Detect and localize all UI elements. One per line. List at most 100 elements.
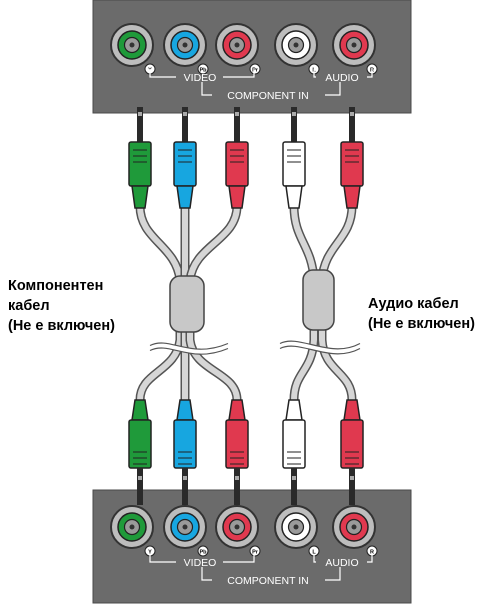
plug-pin-band bbox=[138, 476, 142, 480]
video-label: VIDEO bbox=[184, 557, 217, 569]
plug-boot bbox=[176, 185, 194, 209]
jack-r: R bbox=[332, 23, 378, 75]
plug-head bbox=[282, 419, 306, 469]
audio-cable-label: Аудио кабел (Не е включен) bbox=[368, 294, 475, 334]
jack-l: L bbox=[274, 505, 320, 557]
plug-boot bbox=[343, 185, 361, 209]
plug-bottom-pr bbox=[225, 399, 249, 505]
plug-head bbox=[173, 141, 197, 187]
cable-bundle bbox=[135, 201, 362, 405]
jack-badge-text: Pr bbox=[252, 549, 259, 555]
plug-bottom-r bbox=[340, 399, 364, 505]
jack-pb: Pb bbox=[163, 505, 209, 557]
top-plug-row bbox=[128, 107, 364, 209]
component-bracket-left bbox=[201, 82, 212, 96]
plug-pin bbox=[234, 107, 240, 142]
plug-top-l bbox=[282, 107, 306, 209]
bottom-plug-row bbox=[128, 399, 364, 505]
audio-bracket-right bbox=[367, 554, 373, 563]
jack-pin bbox=[129, 42, 135, 48]
bottom-av-panel: Y Pb Pr L R VIDEO COMPONENT IN AUDIO bbox=[92, 489, 412, 604]
audio-label: AUDIO bbox=[325, 557, 358, 569]
jack-l: L bbox=[274, 23, 320, 75]
plug-head bbox=[128, 419, 152, 469]
plug-pin-band bbox=[138, 112, 142, 116]
plug-boot bbox=[343, 399, 361, 421]
plug-bottom-y bbox=[128, 399, 152, 505]
video-bracket-left bbox=[149, 554, 176, 563]
bracket-lines bbox=[149, 69, 373, 96]
bracket-lines bbox=[149, 554, 373, 581]
audio-bracket-right bbox=[367, 69, 373, 78]
component-in-label: COMPONENT IN bbox=[227, 90, 308, 102]
audio-bracket-left bbox=[313, 554, 316, 563]
video-bracket-left bbox=[149, 69, 176, 78]
plug-pin-band bbox=[350, 476, 354, 480]
plug-pin bbox=[137, 468, 143, 505]
plug-head bbox=[340, 419, 364, 469]
component-cable-label-line2: кабел bbox=[8, 298, 50, 314]
plug-head bbox=[225, 419, 249, 469]
plug-boot bbox=[131, 399, 149, 421]
jack-r: R bbox=[332, 505, 378, 557]
break-line-right bbox=[278, 341, 362, 354]
component-in-label: COMPONENT IN bbox=[227, 575, 308, 587]
plug-pin bbox=[182, 468, 188, 505]
plug-head bbox=[282, 141, 306, 187]
plug-pin-band bbox=[235, 476, 239, 480]
audio-cable-label-line2: (Не е включен) bbox=[368, 316, 475, 332]
jack-pin bbox=[293, 42, 299, 48]
plug-pin bbox=[291, 468, 297, 505]
break-line-left bbox=[148, 342, 229, 355]
jack-badge bbox=[249, 63, 261, 75]
plug-head bbox=[128, 141, 152, 187]
audio-bracket-left bbox=[313, 69, 316, 78]
jack-pin bbox=[182, 524, 188, 530]
jack-badge-text: L bbox=[312, 549, 316, 555]
jack-y: Y bbox=[110, 505, 156, 557]
plug-pin bbox=[137, 107, 143, 142]
jack-pb: Pb bbox=[163, 23, 209, 75]
break-line-edges bbox=[149, 340, 361, 355]
plug-pin bbox=[234, 468, 240, 505]
jack-pin bbox=[351, 524, 357, 530]
plug-boot bbox=[228, 185, 246, 209]
break-edge-4 bbox=[279, 345, 361, 355]
plug-boot bbox=[131, 185, 149, 209]
jack-badge-text: Y bbox=[148, 549, 152, 555]
plug-pin-band bbox=[183, 476, 187, 480]
jack-pin bbox=[293, 524, 299, 530]
plug-boot bbox=[285, 185, 303, 209]
plug-pin-band bbox=[292, 112, 296, 116]
plug-boot bbox=[176, 399, 194, 421]
video-bracket-right bbox=[223, 554, 255, 563]
audio-cable-label-line1: Аудио кабел bbox=[368, 296, 459, 312]
jack-pr: Pr bbox=[215, 23, 261, 75]
component-cable-label: Компонентен кабел (Не е включен) bbox=[8, 276, 115, 336]
jack-badge-text: Pb bbox=[199, 549, 207, 555]
jack-y: Y bbox=[110, 23, 156, 75]
component-cable-label-line3: (Не е включен) bbox=[8, 318, 115, 334]
plug-bottom-pb bbox=[173, 399, 197, 505]
plug-pin-band bbox=[235, 112, 239, 116]
plug-top-pb bbox=[173, 107, 197, 209]
component-cable-label-line1: Компонентен bbox=[8, 278, 104, 294]
break-edge-1 bbox=[149, 342, 229, 350]
jack-badge bbox=[249, 545, 261, 557]
jack-pin bbox=[129, 524, 135, 530]
plug-bottom-l bbox=[282, 399, 306, 505]
plug-pin bbox=[349, 468, 355, 505]
plug-top-y bbox=[128, 107, 152, 209]
plug-head bbox=[173, 419, 197, 469]
plug-pin-band bbox=[350, 112, 354, 116]
plug-top-pr bbox=[225, 107, 249, 209]
component-bracket-right bbox=[325, 82, 341, 96]
ferrite-core-component bbox=[169, 275, 205, 333]
plug-boot bbox=[285, 399, 303, 421]
break-edge-2 bbox=[149, 347, 229, 355]
ferrite-core-audio bbox=[302, 269, 335, 331]
audio-label: AUDIO bbox=[325, 72, 358, 84]
break-lines bbox=[148, 341, 362, 355]
